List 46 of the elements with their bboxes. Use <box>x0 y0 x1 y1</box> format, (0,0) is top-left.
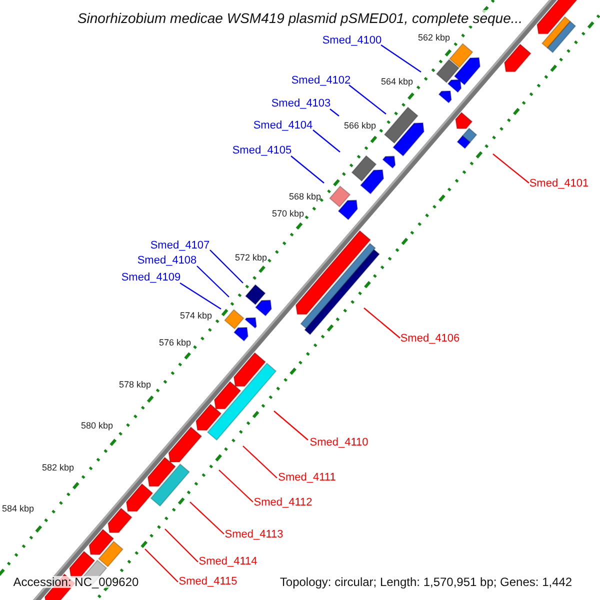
gene-label: Smed_4101 <box>529 178 589 190</box>
leader-line <box>330 108 340 116</box>
leader-line <box>290 156 324 184</box>
gene-label: Smed_4111 <box>278 472 336 484</box>
gene-label: Smed_4106 <box>400 334 460 344</box>
leader-line <box>274 410 308 440</box>
leader-line <box>364 308 400 338</box>
scale-label: 564 kbp <box>380 78 414 86</box>
gene-label: Smed_4103 <box>271 98 331 110</box>
scale-label: 580 kbp <box>80 422 114 430</box>
leader-line <box>380 44 422 72</box>
scale-label: 572 kbp <box>234 254 268 262</box>
gene-label: Smed_4108 <box>137 256 197 266</box>
scale-label: 568 kbp <box>288 192 322 202</box>
leader-line <box>492 154 530 184</box>
footer-text: Accession: NC_009620 <box>13 576 139 588</box>
leader-line <box>218 470 254 502</box>
leader-line <box>164 528 198 562</box>
leader-line <box>144 548 178 582</box>
scale-label: 570 kbp <box>272 210 304 218</box>
leader-line <box>210 250 244 284</box>
gene-label: Smed_4100 <box>322 36 382 46</box>
scale-label: 576 kbp <box>158 338 192 348</box>
gene-label: Smed_4105 <box>232 146 292 156</box>
gene-label: Smed_4102 <box>291 76 351 86</box>
gene-label: Smed_4107 <box>150 240 210 252</box>
footer-text: Topology: circular; Length: 1,570,951 bp; Genes: 1,442 <box>280 576 572 588</box>
gene-label: Smed_4115 <box>178 576 238 588</box>
gene-label: Smed_4114 <box>198 556 258 568</box>
scale-label: 566 kbp <box>344 122 376 130</box>
leader-line <box>242 446 278 478</box>
gene-label: Smed_4113 <box>224 530 284 540</box>
scale-label: 578 kbp <box>118 380 152 390</box>
gene-label: Smed_4110 <box>310 438 368 448</box>
leader-line <box>312 130 340 152</box>
scale-label: 562 kbp <box>418 34 450 42</box>
leader-line <box>190 502 224 534</box>
gene-label: Smed_4109 <box>121 272 181 284</box>
leader-line <box>196 266 230 298</box>
leader-line <box>348 84 386 114</box>
gene-label: Smed_4104 <box>253 120 313 132</box>
gene-label: Smed_4112 <box>254 498 312 508</box>
scale-label: 582 kbp <box>42 464 74 472</box>
scale-label: 574 kbp <box>180 312 212 320</box>
leader-line <box>180 282 222 310</box>
scale-label: 584 kbp <box>2 504 34 514</box>
